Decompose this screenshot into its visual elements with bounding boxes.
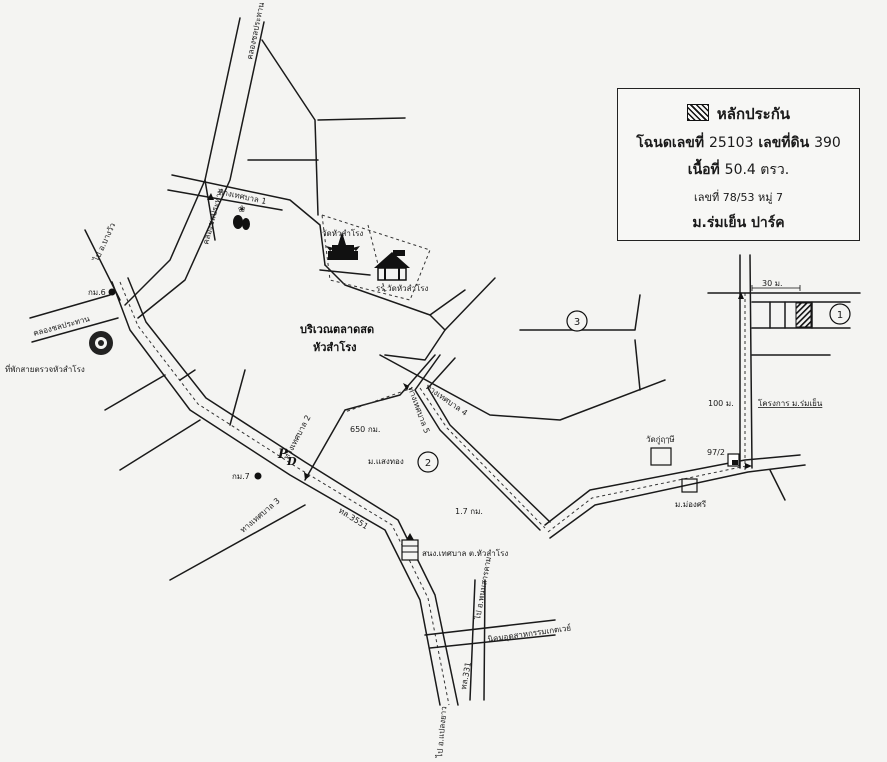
leaf-icon: ❀	[233, 205, 250, 230]
legend-deed-row: โฉนดเลขที่ 25103 เลขที่ดิน 390	[618, 132, 859, 154]
svg-text:P: P	[277, 447, 289, 462]
label-wat: วัดหัวสำโรง	[322, 228, 363, 238]
point-1-label: 1	[837, 310, 843, 321]
deed-label: โฉนดเลขที่	[636, 135, 705, 151]
roads	[29, 17, 861, 706]
moo-mong-si-building	[681, 478, 698, 493]
label-dist-650: 650 กม.	[350, 425, 380, 434]
label-dist-30m: 30 ม.	[762, 279, 783, 288]
label-school: รร.วัดหัวสำโรง	[376, 283, 429, 293]
point-3-label: 3	[574, 317, 580, 328]
svg-text:D: D	[286, 455, 297, 468]
legend-title-row: หลักประกัน	[618, 102, 859, 126]
area-value: 50.4 ตรว.	[724, 162, 790, 178]
pd-mark: P D	[277, 447, 297, 468]
label-km7: กม.7	[232, 472, 250, 481]
label-to-plaeng-yao: ไป อ.แปลงยาว	[435, 706, 449, 759]
km6-marker	[108, 288, 116, 296]
legend-area-row: เนื้อที่ 50.4 ตรว.	[618, 159, 859, 181]
dimension-30m	[751, 285, 801, 291]
legend-title: หลักประกัน	[716, 105, 791, 123]
municipal-office-icon	[401, 533, 419, 561]
label-police-box: ที่พักสายตรวจหัวสำโรง	[5, 363, 85, 374]
land-label: เลขที่ดิน	[758, 135, 810, 151]
label-dist-100m: 100 ม.	[708, 399, 734, 408]
deed-number: 25103	[708, 135, 754, 151]
legend-project: ม.ร่มเย็น ปาร์ค	[692, 215, 785, 231]
collateral-plot	[795, 302, 812, 328]
land-number: 390	[814, 135, 841, 151]
point-1: 1	[829, 303, 851, 325]
area-label: เนื้อที่	[687, 162, 720, 178]
label-to-phanom: ไป อ.พนมสารคาม	[473, 556, 493, 621]
label-wat-ku-ruesi: วัดกู่ฤๅษี	[646, 435, 675, 445]
school-icon	[374, 250, 410, 281]
direction-arrows	[207, 193, 752, 480]
police-box-icon	[89, 331, 113, 355]
label-municipal-office: สนง.เทศบาล ต.หัวสำโรง	[422, 548, 508, 558]
label-project-romyen: โครงการ ม.ร่มเย็น	[758, 398, 823, 408]
legend-box: หลักประกัน โฉนดเลขที่ 25103 เลขที่ดิน 39…	[617, 88, 860, 241]
label-thetsaban3: ทางเทศบาล 3	[239, 496, 282, 534]
label-market-1: บริเวณตลาดสด	[300, 323, 374, 336]
svg-text:❀: ❀	[238, 205, 246, 215]
legend-address: เลขที่ 78/53 หมู่ 7	[694, 191, 783, 204]
point-2: 2	[417, 451, 439, 473]
label-to-bang-wua: ไป อ.บางวัว	[91, 221, 117, 263]
point-2-label: 2	[425, 458, 431, 469]
label-dist-17: 1.7 กม.	[455, 507, 483, 516]
point-3: 3	[566, 310, 588, 332]
label-km6: กม.6	[88, 288, 106, 297]
label-moo-saeng-thong: ม.แสงทอง	[368, 457, 404, 466]
wat-ku-ruesi-building	[650, 447, 672, 466]
label-canal-top: คลองชลประทาน	[245, 1, 266, 60]
km7-marker	[254, 472, 262, 480]
hatch-swatch-icon	[686, 104, 709, 121]
label-thetsaban2: ทางเทศบาล 2	[282, 414, 313, 461]
temple-icon	[326, 232, 360, 260]
label-972: 97/2	[707, 448, 725, 457]
label-market-2: หัวสำโรง	[313, 340, 357, 354]
label-nikhom: นิคมอุตสาหกรรมเกตเวย์	[487, 622, 572, 644]
label-moo-mong-si: ม.ม่องศรี	[675, 500, 707, 509]
